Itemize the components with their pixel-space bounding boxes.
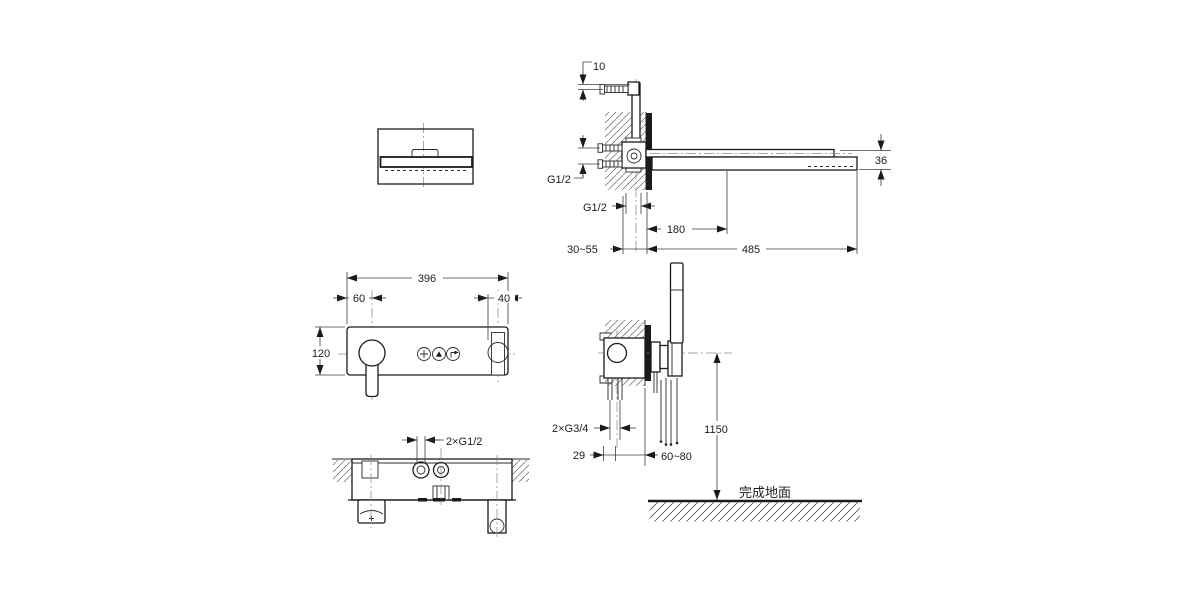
dim-panel-width: 396	[346, 271, 509, 324]
diverter-button-2	[432, 347, 446, 361]
dim-label-10: 10	[593, 61, 605, 73]
dim-holder-offset: 40	[474, 291, 522, 340]
shower-hose	[653, 372, 679, 446]
handshower-handle	[669, 262, 684, 344]
dim-outlet-ports: 2×G1/2	[402, 436, 482, 463]
handshower-side-view: 2×G3/4 29 60~80 1150 完成地面	[552, 262, 862, 522]
dim-label-2xg34: 2×G3/4	[552, 423, 588, 435]
dim-head-thickness: 36	[840, 134, 891, 186]
side-screw-lower	[597, 159, 623, 169]
valve-body	[621, 141, 647, 169]
dim-top-offset: 10	[578, 61, 630, 101]
mixer-body	[351, 458, 513, 501]
dim-label-60-80: 60~80	[661, 451, 692, 463]
clip-tab	[452, 498, 461, 502]
mount-tab-bottom	[599, 375, 612, 384]
dim-label-396: 396	[418, 273, 436, 285]
wall-hatch-right	[512, 460, 529, 482]
diverter-button-3	[446, 347, 460, 361]
handshower-holder	[667, 340, 683, 377]
outlet-port-1-thread	[416, 465, 426, 475]
dim-head-length: 485 30~55	[567, 171, 858, 256]
mixer-front-view: 396 60 40 120	[307, 271, 522, 400]
dim-lever-offset: 60	[333, 291, 386, 305]
dim-inlet-thread: G1/2	[547, 135, 600, 186]
outlet-port-1	[412, 461, 430, 479]
dim-label-60: 60	[353, 293, 365, 305]
clip-tab	[418, 498, 427, 502]
side-screw-upper	[597, 143, 623, 153]
valve-port-circle	[626, 148, 642, 164]
dim-label-485: 485	[742, 244, 760, 256]
arm-mount-profile	[411, 149, 439, 157]
showerhead-side-view: 10 G1/2 G1/2 180	[547, 61, 891, 256]
dim-label-40: 40	[498, 293, 510, 305]
finished-floor: 完成地面	[648, 486, 862, 522]
holder-ring	[487, 342, 509, 363]
head-plate-outline	[377, 128, 474, 185]
dim-label-29: 29	[573, 450, 585, 462]
dim-pipe-thread: G1/2	[583, 193, 655, 214]
wall-hatch-left	[333, 460, 352, 482]
mixer-bottom-view: 2×G1/2	[332, 436, 530, 538]
dim-label-36: 36	[875, 155, 887, 167]
dim-label-g12-pipe: G1/2	[583, 202, 607, 214]
lever-stem	[365, 363, 379, 398]
showerhead-front-view	[377, 123, 474, 190]
valve-cartridge-circle	[606, 342, 628, 364]
top-screw	[599, 84, 629, 95]
dim-label-180: 180	[667, 224, 685, 236]
pipe-elbow	[627, 81, 640, 96]
supply-pipes	[607, 378, 623, 400]
dim-label-120: 120	[312, 348, 330, 360]
valve-port-inner	[630, 152, 638, 160]
cartridge-fitting	[361, 460, 379, 479]
floor-hatch	[650, 502, 860, 522]
mount-tab-top	[599, 332, 612, 341]
clip-tab	[433, 498, 445, 502]
dim-label-g12-inlet: G1/2	[547, 174, 571, 186]
lever-knob	[358, 339, 386, 367]
dim-label-30-55: 30~55	[567, 244, 598, 256]
diverter-button-1	[417, 347, 431, 361]
lever-bottom-profile	[357, 499, 386, 524]
shower-head-plate	[651, 156, 858, 171]
dim-wall-to-head: 180	[647, 171, 728, 236]
head-band	[379, 156, 473, 168]
trim-collar	[659, 344, 669, 370]
dim-panel-height: 120	[307, 326, 345, 376]
dim-height-above-floor: 1150	[701, 353, 731, 500]
trim-sleeve	[650, 341, 661, 373]
floor-label: 完成地面	[739, 486, 791, 501]
dim-label-2xg12: 2×G1/2	[446, 436, 482, 448]
dim-pipe-offset: 29 60~80	[573, 388, 692, 466]
dim-label-1150: 1150	[704, 424, 728, 436]
holder-bracket	[491, 332, 505, 376]
dim-supply-ports: 2×G3/4	[552, 400, 636, 440]
